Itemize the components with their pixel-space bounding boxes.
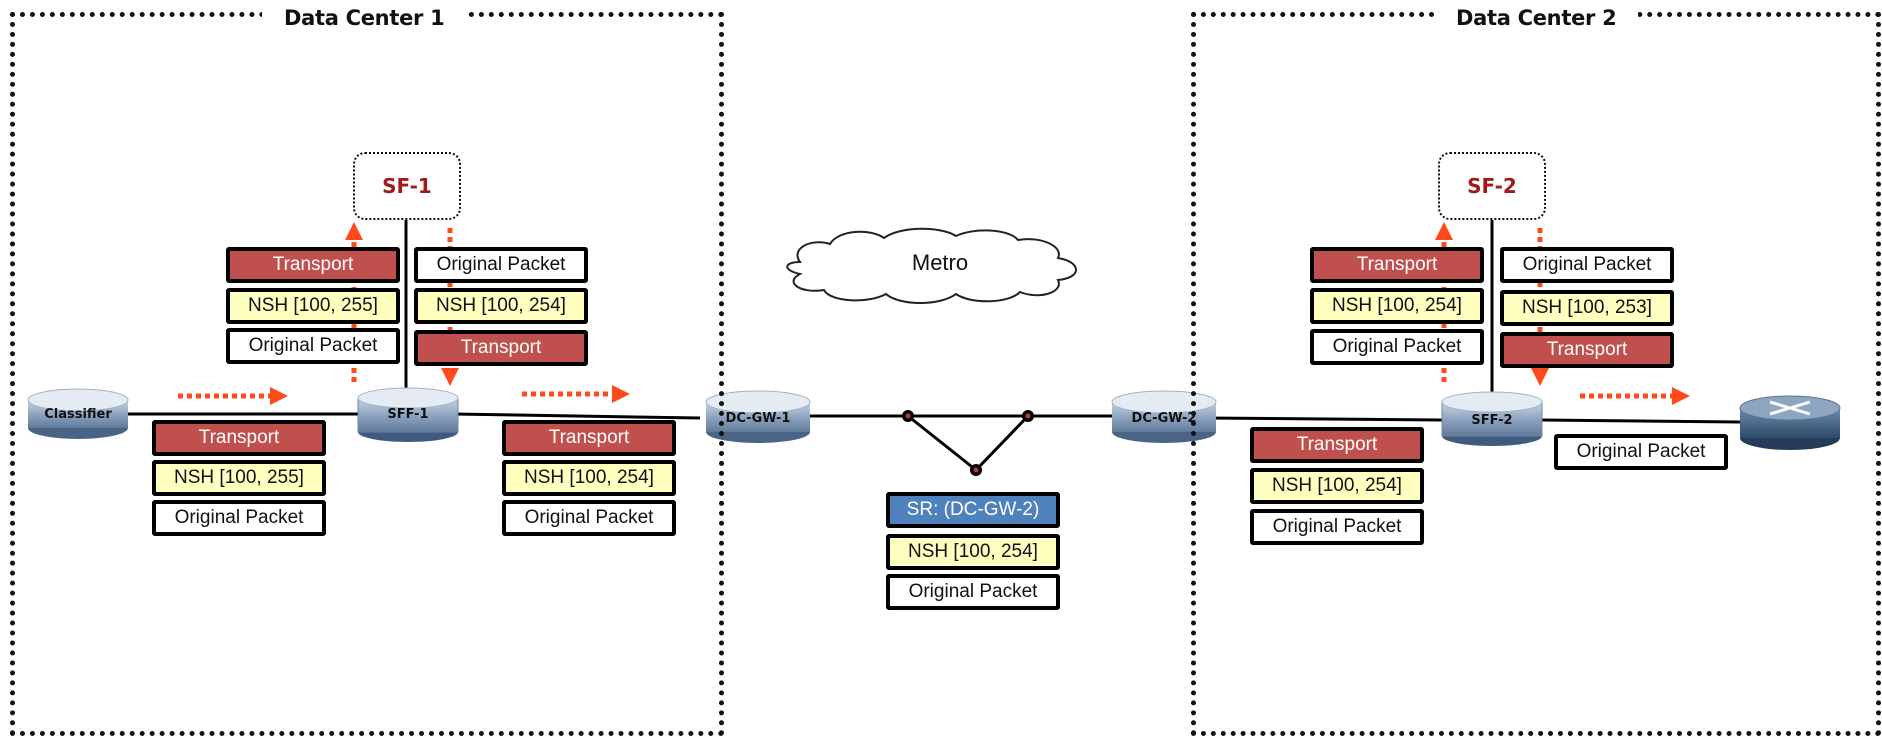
packet-header-transport: Transport: [152, 420, 326, 456]
classifier-label: Classifier: [44, 407, 112, 422]
packet-header-nsh: NSH [100, 253]: [1500, 290, 1674, 326]
arrow-head: [1435, 222, 1453, 240]
packet-header-nsh: NSH [100, 254]: [1310, 288, 1484, 324]
network-links: [108, 219, 1741, 472]
packet-original: Original Packet: [152, 500, 326, 536]
packet-original: Original Packet: [502, 500, 676, 536]
packet-header-transport: Transport: [1250, 427, 1424, 463]
arrow-head: [441, 368, 459, 386]
link-metro-right: [974, 414, 1030, 472]
packet-header-nsh: NSH [100, 255]: [226, 288, 400, 324]
destination-router-icon: [1739, 395, 1841, 450]
sff2-switch-icon: [1441, 391, 1543, 446]
data-center-2-title: Data Center 2: [1434, 6, 1639, 30]
packet-header-segment-routing: SR: (DC-GW-2): [886, 492, 1060, 528]
arrow-head: [345, 222, 363, 240]
dcgw1-label: DC-GW-1: [725, 411, 791, 426]
packet-header-transport: Transport: [414, 330, 588, 366]
data-center-2-boundary: [1191, 12, 1881, 736]
packet-header-nsh: NSH [100, 254]: [886, 534, 1060, 570]
metro-cloud-label: Metro: [911, 250, 969, 275]
link-dcgw2-sff2: [1204, 416, 1443, 422]
packet-original: Original Packet: [1554, 434, 1728, 470]
packet-header-transport: Transport: [1500, 332, 1674, 368]
sff1-label: SFF-1: [387, 407, 429, 422]
sff1-switch-icon: [357, 387, 459, 442]
link-sff1-dcgw1: [451, 412, 701, 420]
arrow-head: [270, 387, 288, 405]
arrow-head: [1531, 368, 1549, 386]
packet-original: Original Packet: [1310, 329, 1484, 365]
arrow-head: [1672, 387, 1690, 405]
link-metro-left: [907, 414, 977, 472]
packet-original: Original Packet: [886, 574, 1060, 610]
link-sff2-router: [1541, 418, 1741, 424]
packet-header-transport: Transport: [1310, 247, 1484, 283]
arrow-heads: [270, 222, 1690, 405]
packet-original: Original Packet: [414, 247, 588, 283]
packet-header-nsh: NSH [100, 255]: [152, 460, 326, 496]
data-center-1-title: Data Center 1: [262, 6, 467, 30]
dcgw2-label: DC-GW-2: [1131, 411, 1197, 426]
data-center-1-boundary: [10, 12, 724, 736]
dcgw2-router-icon: [1111, 390, 1217, 443]
packet-header-transport: Transport: [226, 247, 400, 283]
packet-header-transport: Transport: [502, 420, 676, 456]
metro-junctions: [902, 410, 1034, 476]
packet-header-nsh: NSH [100, 254]: [414, 288, 588, 324]
packet-original: Original Packet: [226, 328, 400, 364]
sff2-label: SFF-2: [1471, 413, 1513, 428]
packet-header-nsh: NSH [100, 254]: [502, 460, 676, 496]
sf1-box: SF-1: [353, 152, 461, 220]
packet-original: Original Packet: [1500, 247, 1674, 283]
metro-cloud-icon: [786, 227, 1077, 304]
arrow-head: [612, 385, 630, 403]
packet-original: Original Packet: [1250, 509, 1424, 545]
classifier-router-icon: [27, 388, 129, 439]
sf2-box: SF-2: [1438, 152, 1546, 220]
packet-header-nsh: NSH [100, 254]: [1250, 468, 1424, 504]
